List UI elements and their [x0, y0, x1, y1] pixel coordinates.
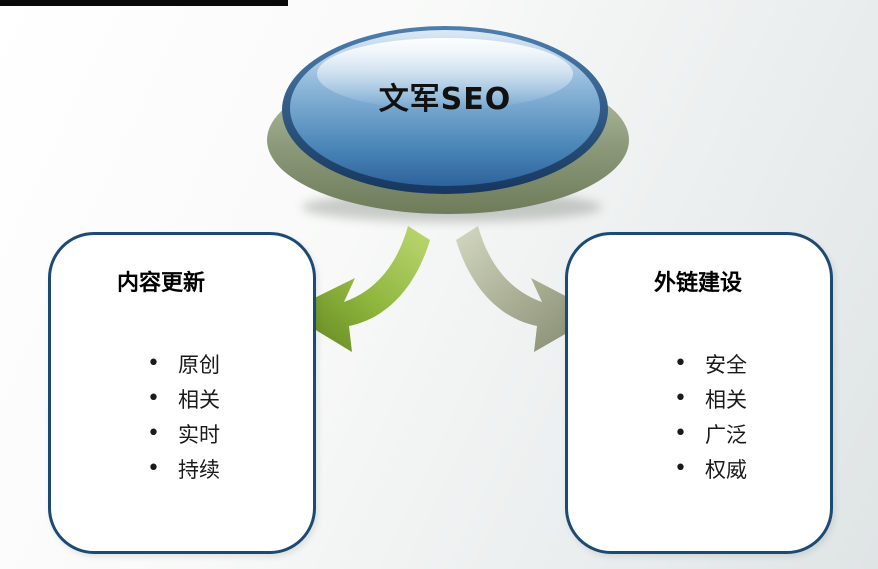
bullet-item: 原创 — [147, 353, 313, 377]
top-edge-bar — [0, 0, 288, 6]
bullet-item: 相关 — [147, 388, 313, 412]
bullet-item: 广泛 — [674, 423, 830, 447]
disc-title: 文军SEO — [378, 82, 512, 117]
content-update-box: 内容更新 原创 相关 实时 持续 — [48, 232, 316, 554]
bullet-item: 安全 — [674, 353, 830, 377]
bullet-item-label: 原创 — [177, 352, 220, 377]
bullet-item-label: 持续 — [177, 457, 220, 482]
bullet-item: 相关 — [674, 388, 830, 412]
curved-arrow-left-icon — [286, 226, 430, 352]
bullet-item: 权威 — [674, 458, 830, 482]
bullet-item: 实时 — [147, 423, 313, 447]
bullet-item-label: 安全 — [704, 352, 747, 377]
external-links-box-title: 外链建设 — [654, 271, 743, 296]
bullet-item-label: 权威 — [704, 457, 747, 482]
bullet-item-label: 广泛 — [704, 422, 747, 447]
external-links-box: 外链建设 安全 相关 广泛 权威 — [565, 232, 833, 554]
bullet-item: 持续 — [147, 458, 313, 482]
disc-gloss-highlight — [317, 38, 573, 110]
bullet-item-label: 相关 — [177, 387, 220, 412]
content-update-bullet-list: 原创 相关 实时 持续 — [51, 353, 313, 482]
content-update-box-title: 内容更新 — [117, 271, 206, 296]
curved-arrow-right-icon — [456, 226, 600, 352]
bullet-item-label: 实时 — [177, 422, 220, 447]
external-links-bullet-list: 安全 相关 广泛 权威 — [568, 353, 830, 482]
bullet-item-label: 相关 — [704, 387, 747, 412]
